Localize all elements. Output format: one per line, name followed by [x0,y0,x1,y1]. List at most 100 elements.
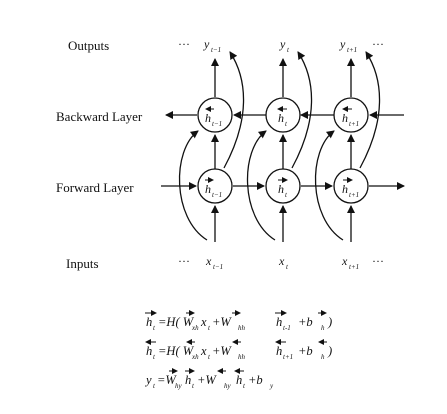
backward-node-label-t: h t [277,106,288,128]
input-symbol: x [278,254,285,268]
forward-node-label-tm1: h t−1 [205,177,222,199]
input-label-t: x t [278,254,289,271]
eq-part: =W [157,373,177,387]
input-label-tm1: x t−1 [205,254,223,271]
backward-node-subscript: t [285,120,288,128]
timestep-column-tm1 [178,51,245,242]
eq-sub: hy [224,382,232,390]
forward-node-subscript: t−1 [212,191,222,199]
eq-sub: t-1 [283,324,291,332]
eq-part: h [185,373,191,387]
forward-node-label-tp1: h t+1 [342,177,359,199]
forward-to-output-curve [359,51,381,169]
eq-sub: h [321,324,325,332]
eq-sub: xh [191,353,199,361]
input-subscript: t−1 [213,263,223,271]
eq-part: h [276,315,282,329]
forward-node-subscript: t [285,191,288,199]
eq-sub: hy [175,382,183,390]
outputs-ellipsis-left: ··· [178,37,190,51]
eq-sub: t [243,382,246,390]
output-symbol: y [279,37,286,51]
forward-node-tp1 [333,168,369,204]
eq-sub: t [208,324,211,332]
backward-node-subscript: t+1 [349,120,359,128]
output-label-tp1: y t+1 [339,37,357,54]
output-label-tm1: y t−1 [203,37,221,54]
eq-sub: hh [238,324,246,332]
forward-node-symbol: h [342,182,348,196]
inputs-ellipsis-right: ··· [372,254,384,268]
eq-sub: y [269,382,274,390]
backward-node-symbol: h [278,111,284,125]
outputs-ellipsis-right: ··· [372,37,384,51]
input-subscript: t+1 [349,263,359,271]
eq-part: ) [327,315,332,329]
eq-part: +W [197,373,217,387]
output-symbol: y [339,37,346,51]
output-subscript: t+1 [347,46,357,54]
eq-part: x [200,315,207,329]
backward-node-t [265,97,301,133]
eq-lhs-sub: t [153,382,156,390]
eq-part: +b [298,315,313,329]
eq-lhs: y [144,373,152,387]
eq-lhs: h [146,344,152,358]
input-to-backward-curve [178,130,208,241]
timestep-column-tp1 [314,51,381,242]
forward-layer-label: Forward Layer [56,180,134,195]
outputs-label: Outputs [68,38,109,53]
backward-node-symbol: h [342,111,348,125]
eq-part: +b [298,344,313,358]
eq-sub: t+1 [283,353,293,361]
eq-part: =H( W [158,315,195,329]
eq-sub: t [192,382,195,390]
forward-node-tm1 [197,168,233,204]
backward-node-symbol: h [205,111,211,125]
eq-part: h [236,373,242,387]
output-symbol: y [203,37,210,51]
eq-sub: xh [191,324,199,332]
backward-node-subscript: t−1 [212,120,222,128]
forward-node-symbol: h [205,182,211,196]
backward-node-label-tm1: h t−1 [205,106,222,128]
inputs-label: Inputs [66,256,99,271]
backward-layer-label: Backward Layer [56,109,143,124]
eq-part: +W [212,315,232,329]
forward-to-output-curve [291,51,313,169]
forward-node-symbol: h [278,182,284,196]
forward-node-t [265,168,301,204]
input-to-backward-curve [314,130,344,241]
equation-output: y t =W hy h t +W hy h t +b y [144,368,274,390]
timestep-column-t [246,51,313,242]
eq-sub: t [208,353,211,361]
output-subscript: t [287,46,290,54]
forward-node-label-t: h t [278,177,288,199]
eq-part: h [276,344,282,358]
backward-node-label-tp1: h t+1 [342,106,359,128]
eq-part: +b [248,373,263,387]
eq-sub: hh [238,353,246,361]
input-label-tp1: x t+1 [341,254,359,271]
forward-node-subscript: t+1 [349,191,359,199]
eq-sub: h [321,353,325,361]
eq-lhs: h [146,315,152,329]
input-symbol: x [205,254,212,268]
forward-to-output-curve [223,51,245,169]
eq-part: =H( W [158,344,195,358]
eq-lhs-sub: t [153,324,156,332]
input-subscript: t [286,263,289,271]
equation-forward: h t =H( W xh x t +W hh h t-1 +b h ) [145,310,332,332]
eq-lhs-sub: t [153,353,156,361]
equation-backward: h t =H( W xh x t +W hh h t+1 +b h ) [145,339,332,361]
eq-part: +W [212,344,232,358]
inputs-ellipsis-left: ··· [178,254,190,268]
input-to-backward-curve [246,130,276,241]
output-subscript: t−1 [211,46,221,54]
eq-part: x [200,344,207,358]
output-label-t: y t [279,37,290,54]
input-symbol: x [341,254,348,268]
eq-part: ) [327,344,332,358]
